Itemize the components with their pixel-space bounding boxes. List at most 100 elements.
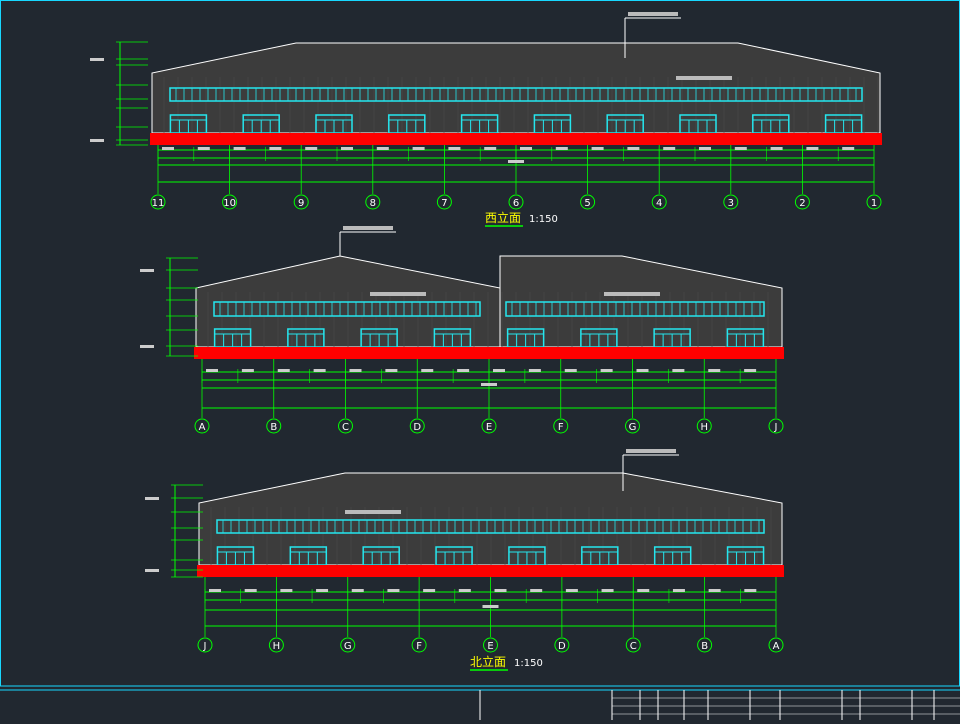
axis-label: J [774,422,778,433]
axis-bubble [625,418,640,434]
dimension-text-mark [457,369,470,372]
axis-bubble [338,418,353,434]
axis-bubble [411,637,427,653]
note-text-mark [343,226,393,230]
axis-label: 1 [871,198,877,209]
dimension-text-mark [481,383,497,386]
axis-bubble [866,194,882,210]
dimension-text-mark [241,369,254,372]
axis-bubble [625,637,641,653]
dimension-text-mark [162,147,174,150]
dimension-text-mark [493,369,505,372]
level-text-mark [145,497,159,500]
level-text-mark [140,345,154,348]
axis-label: C [342,422,349,433]
dimension-text-mark [385,369,398,372]
dimension-text-mark [412,147,425,150]
dimension-text-mark [520,147,532,150]
dimension-text-mark [508,160,524,163]
dimension-text-mark [672,369,685,372]
dimension-text-mark [636,369,649,372]
axis-bubble [651,194,667,210]
level-text-mark [90,58,104,61]
dimension-text-mark [351,589,364,592]
axis-label: 3 [728,198,734,209]
axis-bubble [553,418,569,434]
dimension-text-mark [699,147,711,150]
axis-label: H [273,641,281,652]
dimension-text-mark [280,589,293,592]
axis-bubble [481,418,497,434]
dimension-lines [201,359,777,418]
axis-bubble [293,194,309,210]
axis-bubble [768,637,784,653]
axis-label: A [773,641,780,652]
axis-label: D [558,641,566,652]
dimension-text-mark [744,589,757,592]
axis-label: C [630,641,637,652]
roof-note [339,226,660,296]
axis-label: 4 [656,198,662,209]
axis-label: H [700,422,708,433]
dimension-text-mark [565,589,578,592]
drawing-title-text: 北立面 [470,654,506,669]
dimension-text-mark [313,369,326,372]
axis-label: 7 [441,198,447,209]
level-marks [90,41,148,146]
dimension-text-mark [637,589,650,592]
drawing-title-text: 西立面 [485,210,521,225]
axis-bubble [794,194,810,210]
dimension-text-mark [421,369,434,372]
axis-bubble [696,418,712,434]
axis-label: A [199,422,206,433]
level-marks [140,257,198,357]
wall-note-mark [604,292,660,296]
dimension-text-mark [600,369,613,372]
axis-bubble [365,194,381,210]
axis-bubble [340,637,356,653]
level-marks [145,484,203,578]
dimension-text-mark [806,147,819,150]
dimension-text-mark [197,147,210,150]
level-text-mark [140,269,154,272]
axis-bubble [266,418,282,434]
dimension-text-mark [376,147,389,150]
dimension-text-mark [387,589,400,592]
axis-bubble [508,194,524,210]
dimension-text-mark [482,605,499,608]
dimension-text-mark [448,147,461,150]
dimension-text-mark [206,369,218,372]
dimension-text-mark [663,147,676,150]
axis-label: 2 [799,198,805,209]
dimension-lines [204,577,777,637]
dimension-text-mark [244,589,257,592]
axis-label: B [270,422,277,433]
axis-bubble [268,637,284,653]
axis-label: 5 [584,198,590,209]
axis-label: G [629,422,637,433]
axis-label: E [486,422,492,433]
dimension-text-mark [277,369,290,372]
window [360,328,398,348]
dimension-text-mark [233,147,246,150]
dimension-text-mark [423,589,436,592]
wall-note-mark [345,510,401,514]
axis-bubble [222,194,238,210]
axis-bubble [580,194,596,210]
roof-note [624,12,732,80]
axis-bubble [436,194,452,210]
axis-label: D [413,422,421,433]
dimension-text-mark [601,589,614,592]
level-text-mark [145,569,159,572]
dimension-text-mark [458,589,471,592]
dimension-text-mark [494,589,507,592]
axis-bubble [554,637,570,653]
dimension-text-mark [269,147,282,150]
axis-label: 10 [223,198,236,209]
axis-label: 11 [152,198,165,209]
axis-label: J [203,641,207,652]
